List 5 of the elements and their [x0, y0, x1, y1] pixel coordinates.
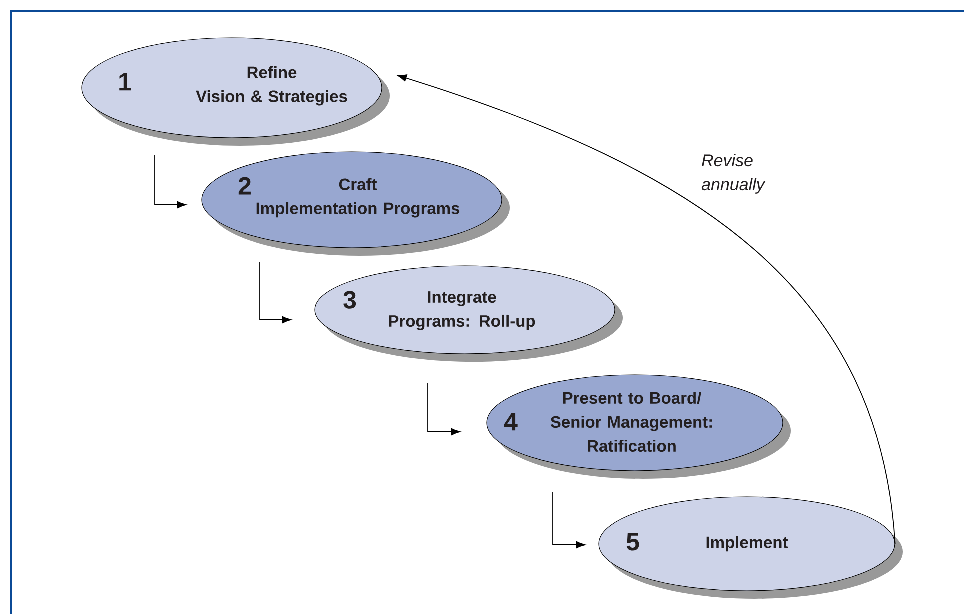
edge-label: Revise annually: [702, 154, 766, 194]
elbow-arrow: [260, 262, 292, 324]
elbow-arrow: [428, 382, 461, 436]
elbow-arrow: [154, 154, 187, 209]
elbow-arrow: [552, 492, 586, 549]
